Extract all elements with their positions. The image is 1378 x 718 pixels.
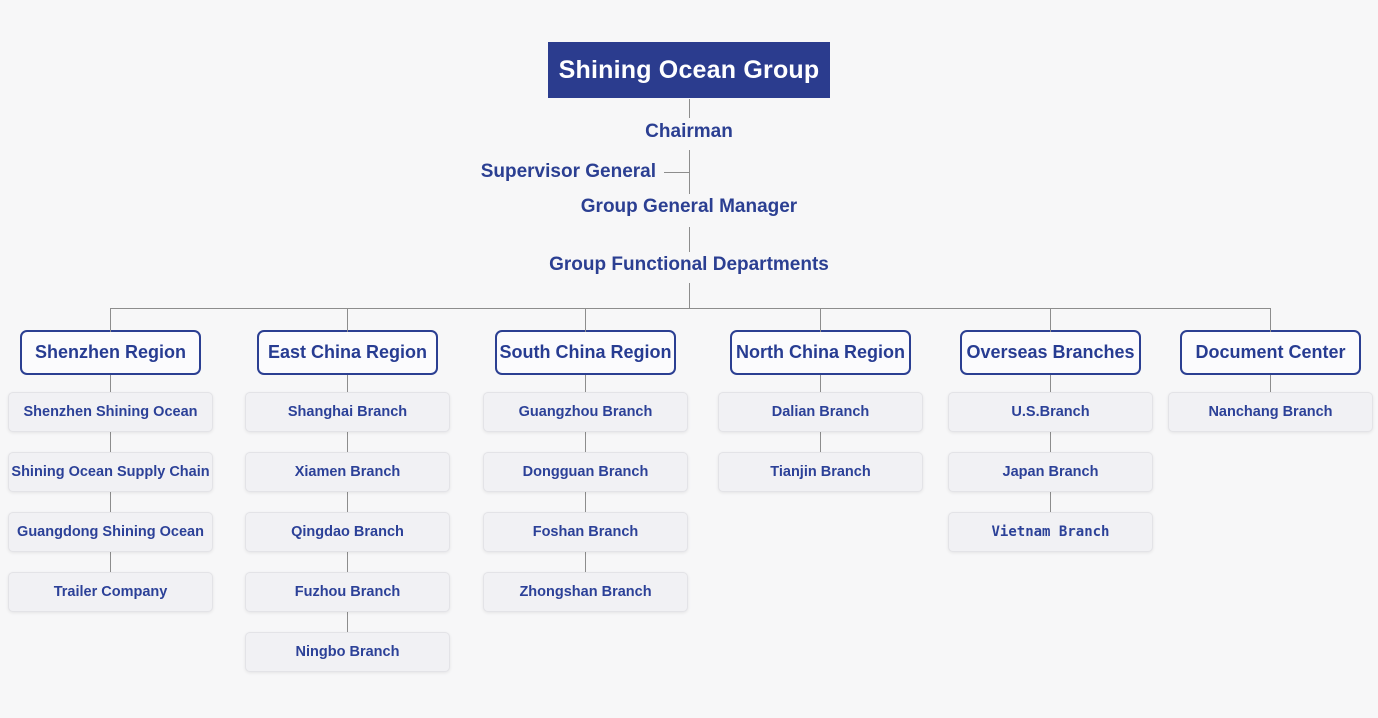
connector-departments-span [689,283,690,308]
node-dalian-branch: Dalian Branch [718,392,923,432]
node-ningbo-branch: Ningbo Branch [245,632,450,672]
node-chairman: Chairman [645,121,733,142]
connector-manager-departments [689,227,690,252]
connector-root-chairman [689,99,690,118]
connector-chairman-manager [689,150,690,194]
region-header-north-china-region: North China Region [730,308,911,375]
node-japan-branch: Japan Branch [948,452,1153,492]
node-dongguan-branch: Dongguan Branch [483,452,688,492]
node-group-functional-departments: Group Functional Departments [549,254,829,275]
column-spine-line [347,375,348,632]
node-foshan-branch: Foshan Branch [483,512,688,552]
node-fuzhou-branch: Fuzhou Branch [245,572,450,612]
node-trailer-company: Trailer Company [8,572,213,612]
node-u-s-branch: U.S.Branch [948,392,1153,432]
node-shining-ocean-supply-chain: Shining Ocean Supply Chain [8,452,213,492]
column-spine-line [1050,375,1051,512]
node-guangzhou-branch: Guangzhou Branch [483,392,688,432]
region-header-overseas-branches: Overseas Branches [960,308,1141,375]
root-title: Shining Ocean Group [558,55,820,84]
column-spine-line [1270,375,1271,392]
node-tianjin-branch: Tianjin Branch [718,452,923,492]
node-supervisor-general: Supervisor General [480,161,656,182]
node-vietnam-branch: Vietnam Branch [948,512,1153,552]
node-xiamen-branch: Xiamen Branch [245,452,450,492]
node-group-general-manager: Group General Manager [580,196,798,217]
root-node: Shining Ocean Group [548,42,830,98]
node-qingdao-branch: Qingdao Branch [245,512,450,552]
node-shanghai-branch: Shanghai Branch [245,392,450,432]
region-header-shenzhen-region: Shenzhen Region [20,308,201,375]
node-nanchang-branch: Nanchang Branch [1168,392,1373,432]
connector-span-line [110,308,1271,309]
node-guangdong-shining-ocean: Guangdong Shining Ocean [8,512,213,552]
region-header-south-china-region: South China Region [495,308,676,375]
region-header-document-center: Document Center [1180,308,1361,375]
node-zhongshan-branch: Zhongshan Branch [483,572,688,612]
connector-supervisor-tick [664,172,689,173]
node-shenzhen-shining-ocean: Shenzhen Shining Ocean [8,392,213,432]
region-header-east-china-region: East China Region [257,308,438,375]
